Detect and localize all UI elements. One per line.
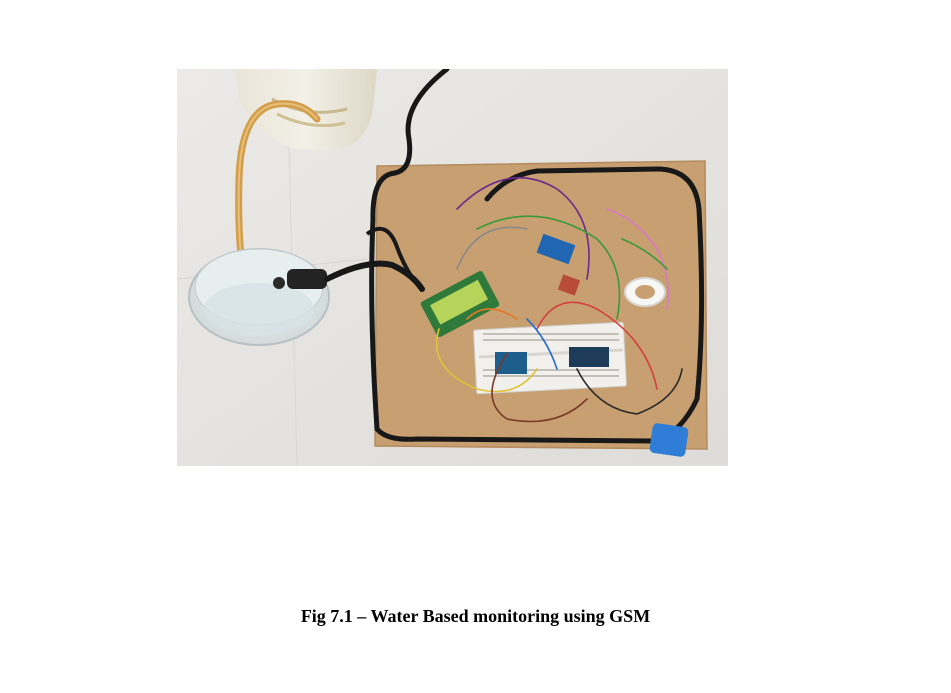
lcd-module — [420, 270, 500, 338]
gsm-module — [569, 347, 609, 367]
figure-caption: Fig 7.1 – Water Based monitoring using G… — [0, 606, 951, 627]
water-sensor-probe — [287, 269, 327, 289]
jumper-wires — [435, 176, 683, 423]
sensor-module — [557, 274, 581, 296]
controller-board — [495, 352, 527, 374]
water-jar — [188, 248, 330, 346]
tape-roll — [624, 277, 666, 307]
figure-photo — [177, 69, 728, 466]
relay-module — [536, 233, 576, 265]
figure-caption-text: Fig 7.1 – Water Based monitoring using G… — [300, 606, 651, 626]
battery — [649, 423, 689, 457]
project-setup-photo — [177, 69, 728, 466]
power-cable — [369, 69, 705, 444]
